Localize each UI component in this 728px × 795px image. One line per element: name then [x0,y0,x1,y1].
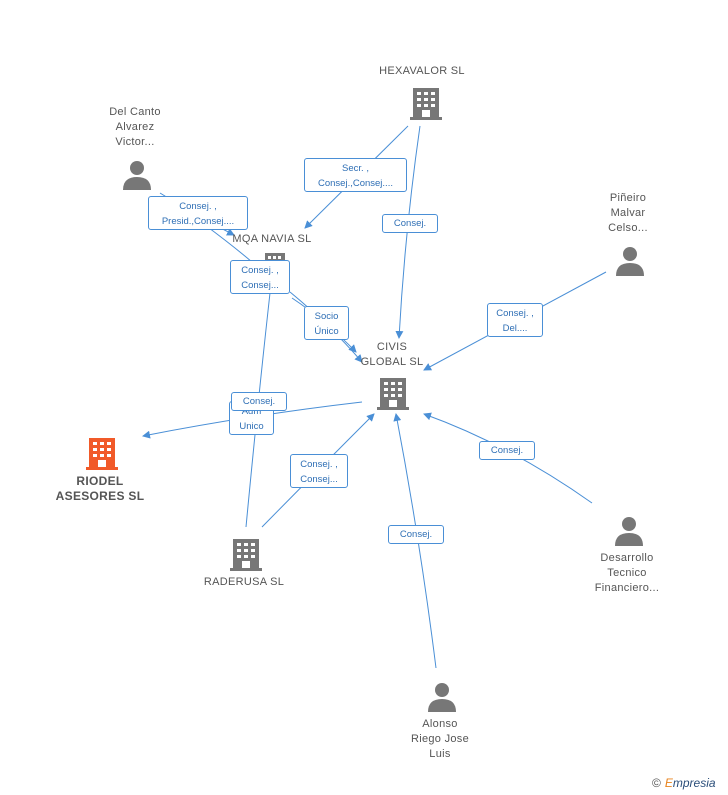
edge-label-line: Consej. , [300,459,338,470]
label-line: RIODEL [76,474,124,488]
node-label-mqanavia[interactable]: MQA NAVIA SL [212,232,332,247]
pineiro-person-icon[interactable] [616,246,644,276]
edge-label-line: Presid.,Consej.... [161,216,235,227]
node-label-riodel[interactable]: RIODEL ASESORES SL [40,474,160,504]
edge-label-line: Consej. , [241,265,279,276]
delcanto-person-icon[interactable] [123,160,151,190]
label-line: Celso... [608,222,648,234]
footer-credit: ©Empresia [652,776,716,790]
label-line: RADERUSA SL [203,576,285,588]
brand-initial: E [664,776,673,790]
edge-label-line: Consej. [490,445,524,456]
desarrollo-person-icon[interactable] [615,516,643,546]
civis-building-icon[interactable] [377,376,409,410]
edge-label-desarrollo-civis[interactable]: Consej. [479,441,535,460]
edge-label-hexavalor-mqanavia[interactable]: Secr. , Consej.,Consej.... [304,158,407,192]
edge-label-line: Consej... [300,474,338,485]
hexavalor-building-icon[interactable] [410,86,442,120]
node-label-pineiro[interactable]: Piñeiro Malvar Celso... [588,191,668,236]
label-line: GLOBAL SL [360,356,424,368]
node-label-delcanto[interactable]: Del Canto Alvarez Victor... [85,105,185,150]
riodel-building-icon[interactable] [86,436,118,470]
node-label-raderusa[interactable]: RADERUSA SL [184,575,304,590]
label-line: HEXAVALOR SL [379,65,465,77]
label-line: Piñeiro [609,192,647,204]
edge-label-line: Consej.,Consej.... [318,178,393,189]
label-line: Financiero... [594,582,660,594]
edge-label-line: Adm [241,406,262,417]
label-line: Del Canto [109,106,161,118]
edge-label-civis-riodel[interactable]: Consej. [231,392,287,411]
label-line: Tecnico [607,567,647,579]
edge-label-line: Único [314,326,339,337]
edge-label-delcanto-mqanavia[interactable]: Consej. , Presid.,Consej.... [148,196,248,230]
label-line: Alonso [422,718,458,730]
edge-label-line: Consej... [241,280,279,291]
edge-label-line: Secr. , [342,163,369,174]
edge-label-raderusa-civis[interactable]: Consej. , Consej... [290,454,348,488]
alonso-person-icon[interactable] [428,682,456,712]
brand-logo[interactable]: Empresia [665,776,716,790]
edge-label-hexavalor-civis[interactable]: Consej. [382,214,438,233]
node-label-civis[interactable]: CIVIS GLOBAL SL [342,340,442,370]
edge-label-line: Consej. , [179,201,217,212]
edge-label-line: Consej. [242,396,276,407]
raderusa-building-icon[interactable] [230,537,262,571]
edge-label-line: Unico [239,421,264,432]
label-line: Desarrollo [600,552,654,564]
node-label-desarrollo[interactable]: Desarrollo Tecnico Financiero... [577,551,677,596]
edge-label-line: Consej. [393,218,427,229]
label-line: Riego Jose [410,733,470,745]
edge-label-line: Consej. [399,529,433,540]
brand-name: mpresia [672,776,716,790]
copyright-symbol: © [652,776,661,790]
edge-label-pineiro-civis[interactable]: Consej. , Del.... [487,303,543,337]
label-line: Alvarez [115,121,155,133]
label-line: ASESORES SL [55,489,145,503]
edge-label-line: Socio [314,311,339,322]
node-label-alonso[interactable]: Alonso Riego Jose Luis [390,717,490,762]
label-line: MQA NAVIA SL [232,233,312,245]
label-line: Malvar [610,207,646,219]
label-line: Victor... [115,136,155,148]
node-label-hexavalor[interactable]: HEXAVALOR SL [362,64,482,79]
edge-label-alonso-civis[interactable]: Consej. [388,525,444,544]
label-line: Luis [429,748,451,760]
edge-label-line: Del.... [502,323,528,334]
label-line: CIVIS [376,341,408,353]
edge-label-socio-unico[interactable]: Socio Único [304,306,349,340]
edge-label-line: Consej. , [496,308,534,319]
edge-label-mqanavia-self[interactable]: Consej. , Consej... [230,260,290,294]
